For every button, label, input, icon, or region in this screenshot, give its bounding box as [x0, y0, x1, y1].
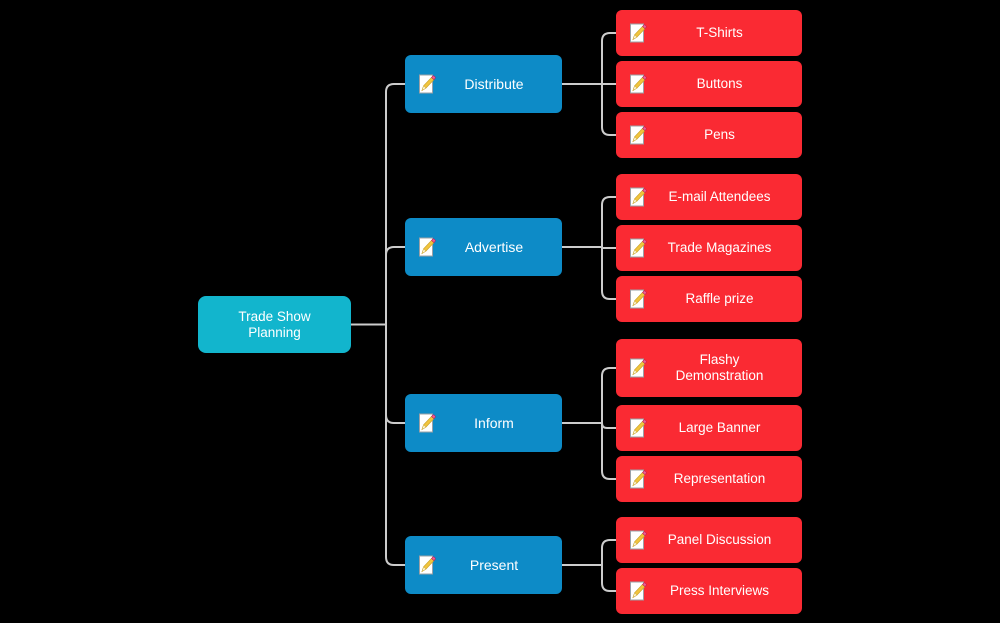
- connector: [601, 539, 616, 565]
- note-pencil-icon: [629, 418, 647, 439]
- leaf-node-raffle-prize-label: Raffle prize: [685, 291, 754, 307]
- branch-node-present-label: Present: [469, 556, 519, 573]
- leaf-node-press-interviews-label: Press Interviews: [669, 583, 770, 599]
- branch-node-advertise[interactable]: Advertise: [405, 218, 562, 276]
- leaf-node-representation[interactable]: Representation: [616, 456, 802, 502]
- leaf-node-flashy-demonstration[interactable]: Flashy Demonstration: [616, 339, 802, 397]
- note-pencil-icon: [629, 187, 647, 208]
- note-pencil-icon: [418, 237, 436, 258]
- note-pencil-icon: [629, 358, 647, 379]
- branch-node-advertise-label: Advertise: [464, 238, 524, 255]
- connector: [601, 247, 616, 300]
- leaf-node-raffle-prize[interactable]: Raffle prize: [616, 276, 802, 322]
- connector: [601, 422, 616, 429]
- leaf-node-e-mail-attendees[interactable]: E-mail Attendees: [616, 174, 802, 220]
- connector: [601, 196, 616, 247]
- leaf-node-t-shirts-label: T-Shirts: [696, 25, 743, 41]
- leaf-node-panel-discussion-label: Panel Discussion: [667, 532, 772, 548]
- note-pencil-icon: [418, 555, 436, 576]
- note-pencil-icon: [629, 125, 647, 146]
- connector: [601, 367, 616, 423]
- note-pencil-icon: [629, 530, 647, 551]
- leaf-node-trade-magazines[interactable]: Trade Magazines: [616, 225, 802, 271]
- note-pencil-icon: [418, 74, 436, 95]
- leaf-node-t-shirts[interactable]: T-Shirts: [616, 10, 802, 56]
- leaf-node-pens[interactable]: Pens: [616, 112, 802, 158]
- leaf-node-trade-magazines-label: Trade Magazines: [667, 240, 772, 256]
- branch-node-present[interactable]: Present: [405, 536, 562, 594]
- branch-node-inform-label: Inform: [474, 414, 514, 431]
- connector: [601, 32, 616, 84]
- leaf-node-large-banner[interactable]: Large Banner: [616, 405, 802, 451]
- leaf-node-panel-discussion[interactable]: Panel Discussion: [616, 517, 802, 563]
- leaf-node-large-banner-label: Large Banner: [678, 420, 761, 436]
- connector: [601, 84, 616, 136]
- leaf-node-press-interviews[interactable]: Press Interviews: [616, 568, 802, 614]
- branch-node-distribute-label: Distribute: [464, 75, 524, 92]
- leaf-node-buttons[interactable]: Buttons: [616, 61, 802, 107]
- leaf-node-representation-label: Representation: [673, 471, 766, 487]
- leaf-node-flashy-demonstration-label: Flashy Demonstration: [675, 352, 764, 383]
- connector: [385, 324, 405, 566]
- connector: [385, 83, 405, 325]
- note-pencil-icon: [629, 238, 647, 259]
- leaf-node-pens-label: Pens: [704, 127, 735, 143]
- note-pencil-icon: [629, 74, 647, 95]
- branch-node-inform[interactable]: Inform: [405, 394, 562, 452]
- connector: [385, 246, 405, 325]
- leaf-node-buttons-label: Buttons: [696, 76, 743, 92]
- note-pencil-icon: [629, 581, 647, 602]
- leaf-node-e-mail-attendees-label: E-mail Attendees: [668, 189, 771, 205]
- connector: [601, 423, 616, 480]
- note-pencil-icon: [418, 413, 436, 434]
- connector: [601, 565, 616, 592]
- connector: [385, 324, 405, 424]
- branch-node-distribute[interactable]: Distribute: [405, 55, 562, 113]
- note-pencil-icon: [629, 289, 647, 310]
- note-pencil-icon: [629, 23, 647, 44]
- root-node-trade-show-planning[interactable]: Trade Show Planning: [198, 296, 351, 353]
- note-pencil-icon: [629, 469, 647, 490]
- root-node-trade-show-planning-label: Trade Show Planning: [238, 308, 311, 340]
